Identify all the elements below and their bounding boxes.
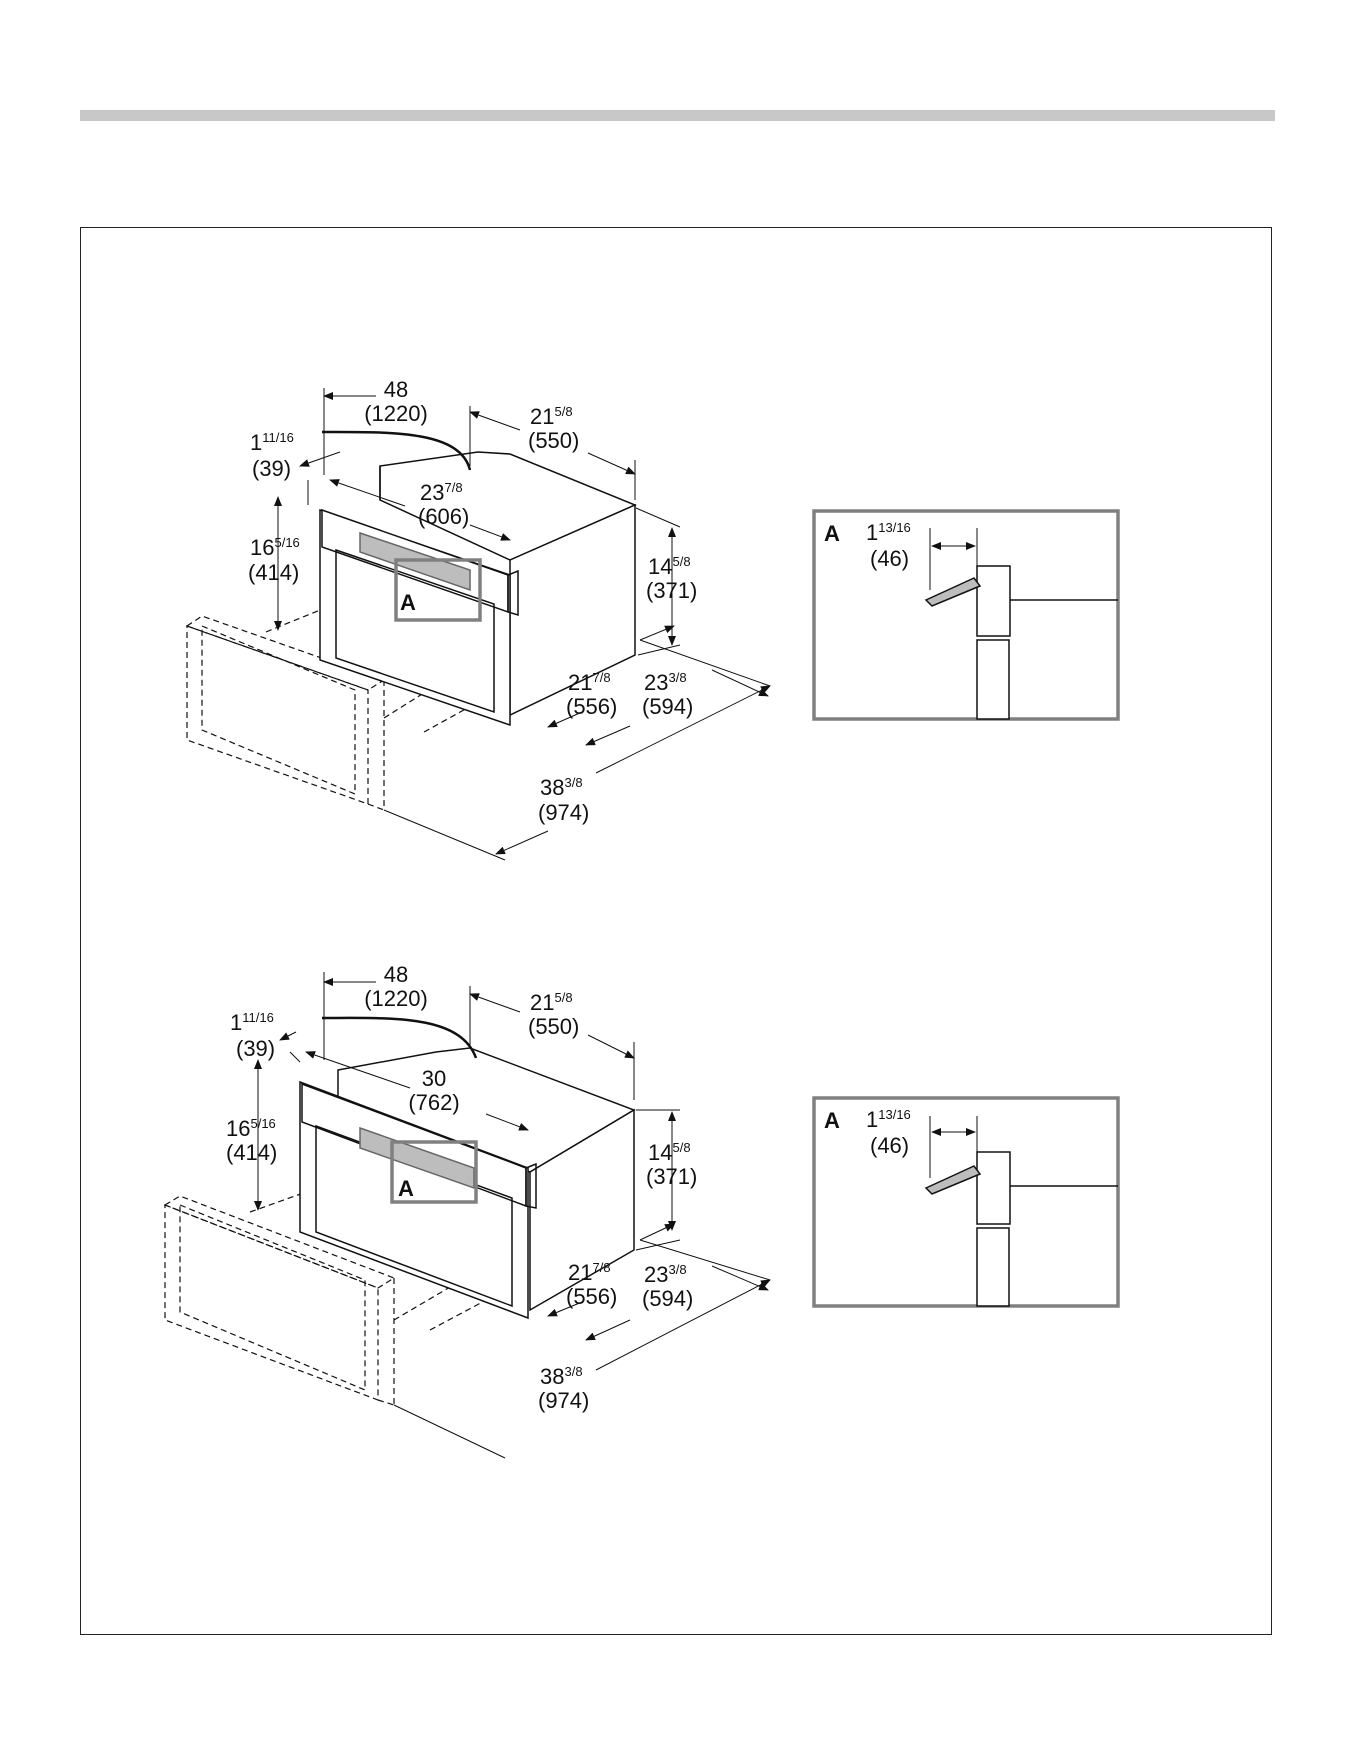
front-height-mm: (414) xyxy=(248,560,299,585)
depth-mm: (550) xyxy=(528,1014,579,1039)
cord-length-mm: (1220) xyxy=(364,401,428,426)
trim-mm: (39) xyxy=(252,456,291,481)
width-mm: (762) xyxy=(408,1090,459,1115)
depth-in: 215/8 xyxy=(530,990,573,1015)
front-height-in: 165/16 xyxy=(250,535,300,560)
detail-letter: A xyxy=(824,1108,840,1133)
depth-mm: (550) xyxy=(528,428,579,453)
open-depth-in: 383/8 xyxy=(540,775,583,800)
cord-length-in: 48 xyxy=(384,962,408,987)
body-height-mm: (371) xyxy=(646,578,697,603)
body-height-in: 145/8 xyxy=(648,554,691,579)
depth-in: 215/8 xyxy=(530,404,573,429)
width-mm: (606) xyxy=(418,504,469,529)
body-depth-in: 217/8 xyxy=(568,670,611,695)
open-depth-mm: (974) xyxy=(538,1388,589,1413)
total-depth-in: 233/8 xyxy=(644,670,687,695)
trim-in: 111/16 xyxy=(230,1010,274,1035)
open-depth-in: 383/8 xyxy=(540,1364,583,1389)
body-height-in: 145/8 xyxy=(648,1140,691,1165)
callout-label-a: A xyxy=(400,590,416,615)
front-height-in: 165/16 xyxy=(226,1116,276,1141)
detail-dim-mm: (46) xyxy=(870,1133,909,1158)
total-depth-mm: (594) xyxy=(642,1286,693,1311)
cord-length-mm: (1220) xyxy=(364,986,428,1011)
front-height-mm: (414) xyxy=(226,1140,277,1165)
body-depth-mm: (556) xyxy=(566,1284,617,1309)
callout-label-a: A xyxy=(398,1176,414,1201)
total-depth-mm: (594) xyxy=(642,694,693,719)
open-depth-mm: (974) xyxy=(538,800,589,825)
trim-mm: (39) xyxy=(236,1036,275,1061)
detail-a-panel-1: A 113/16 (46) xyxy=(814,511,1118,719)
cord-length-in: 48 xyxy=(384,377,408,402)
trim-in: 111/16 xyxy=(250,430,294,455)
detail-dim-mm: (46) xyxy=(870,546,909,571)
body-height-mm: (371) xyxy=(646,1164,697,1189)
body-depth-mm: (556) xyxy=(566,694,617,719)
total-depth-in: 233/8 xyxy=(644,1262,687,1287)
detail-a-panel-2: A 113/16 (46) xyxy=(814,1098,1118,1306)
detail-letter: A xyxy=(824,521,840,546)
width-in: 30 xyxy=(422,1066,446,1091)
body-depth-in: 217/8 xyxy=(568,1260,611,1285)
